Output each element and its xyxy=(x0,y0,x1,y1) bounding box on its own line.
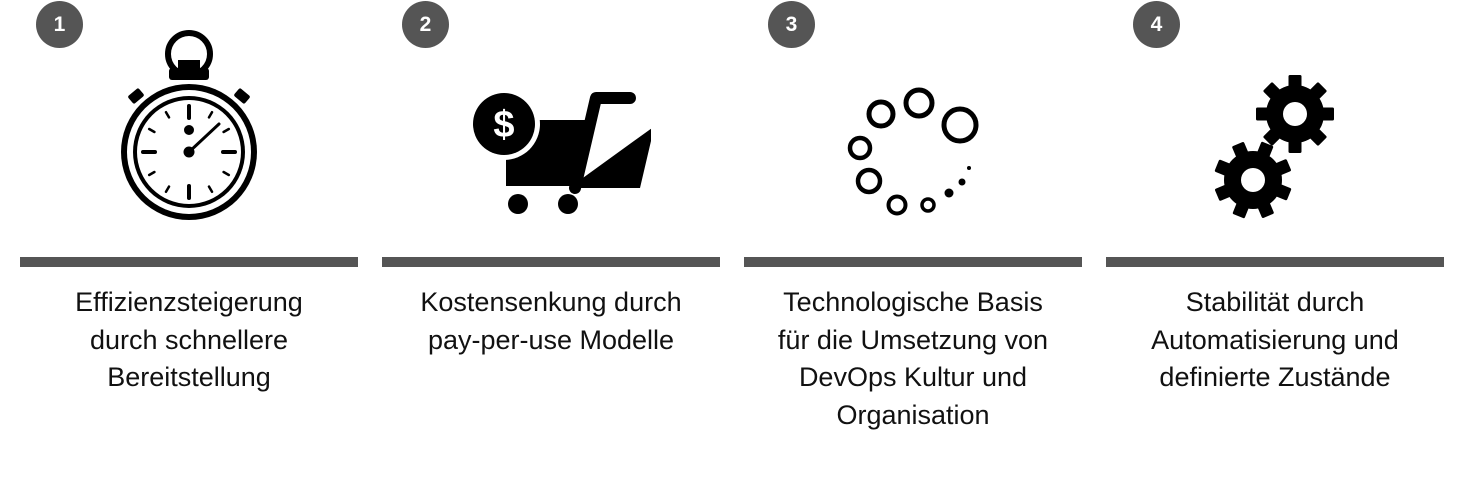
step-description: Kostensenkung durch pay-per-use Modelle xyxy=(382,284,720,359)
description-line: pay-per-use Modelle xyxy=(427,324,675,355)
gears-icon xyxy=(1214,75,1334,219)
step-description: Stabilität durch Automatisierung und def… xyxy=(1106,284,1444,397)
step-description: Technologische Basis für die Umsetzung v… xyxy=(744,284,1082,434)
step-number-badge: 3 xyxy=(768,1,815,48)
description-line: definierte Zustände xyxy=(1159,362,1391,392)
svg-text:$: $ xyxy=(493,104,514,146)
description-line: Bereitstellung xyxy=(107,362,271,392)
step-1: 1 Effizienzsteigerun xyxy=(20,0,358,479)
description-line: DevOps Kultur und xyxy=(798,362,1028,392)
description-line: Automatisierung und xyxy=(1151,324,1399,355)
step-4: 4 xyxy=(1106,0,1444,479)
description-line: Technologische Basis xyxy=(783,287,1043,317)
divider-bar xyxy=(744,257,1082,267)
description-line: durch schnellere xyxy=(89,324,289,355)
shopping-cart-dollar-icon: $ xyxy=(468,88,651,214)
step-2: 2 $ Kostensenkung durch pay-per-use Mode… xyxy=(382,0,720,479)
loading-circles-icon xyxy=(847,87,979,216)
divider-bar xyxy=(20,257,358,267)
step-3: 3 Technologische Basis für die Umsetzung… xyxy=(744,0,1082,479)
description-line: Kostensenkung durch xyxy=(420,287,682,317)
step-number-badge: 1 xyxy=(36,1,83,48)
description-line: für die Umsetzung von xyxy=(777,324,1049,355)
stopwatch-icon xyxy=(121,30,257,220)
divider-bar xyxy=(382,257,720,267)
description-line: Stabilität durch xyxy=(1185,287,1365,317)
step-number-badge: 2 xyxy=(402,1,449,48)
description-line: Organisation xyxy=(836,399,990,430)
description-line: Effizienzsteigerung xyxy=(75,287,303,317)
step-number-badge: 4 xyxy=(1133,1,1180,48)
step-description: Effizienzsteigerung durch schnellere Ber… xyxy=(20,284,358,397)
divider-bar xyxy=(1106,257,1444,267)
